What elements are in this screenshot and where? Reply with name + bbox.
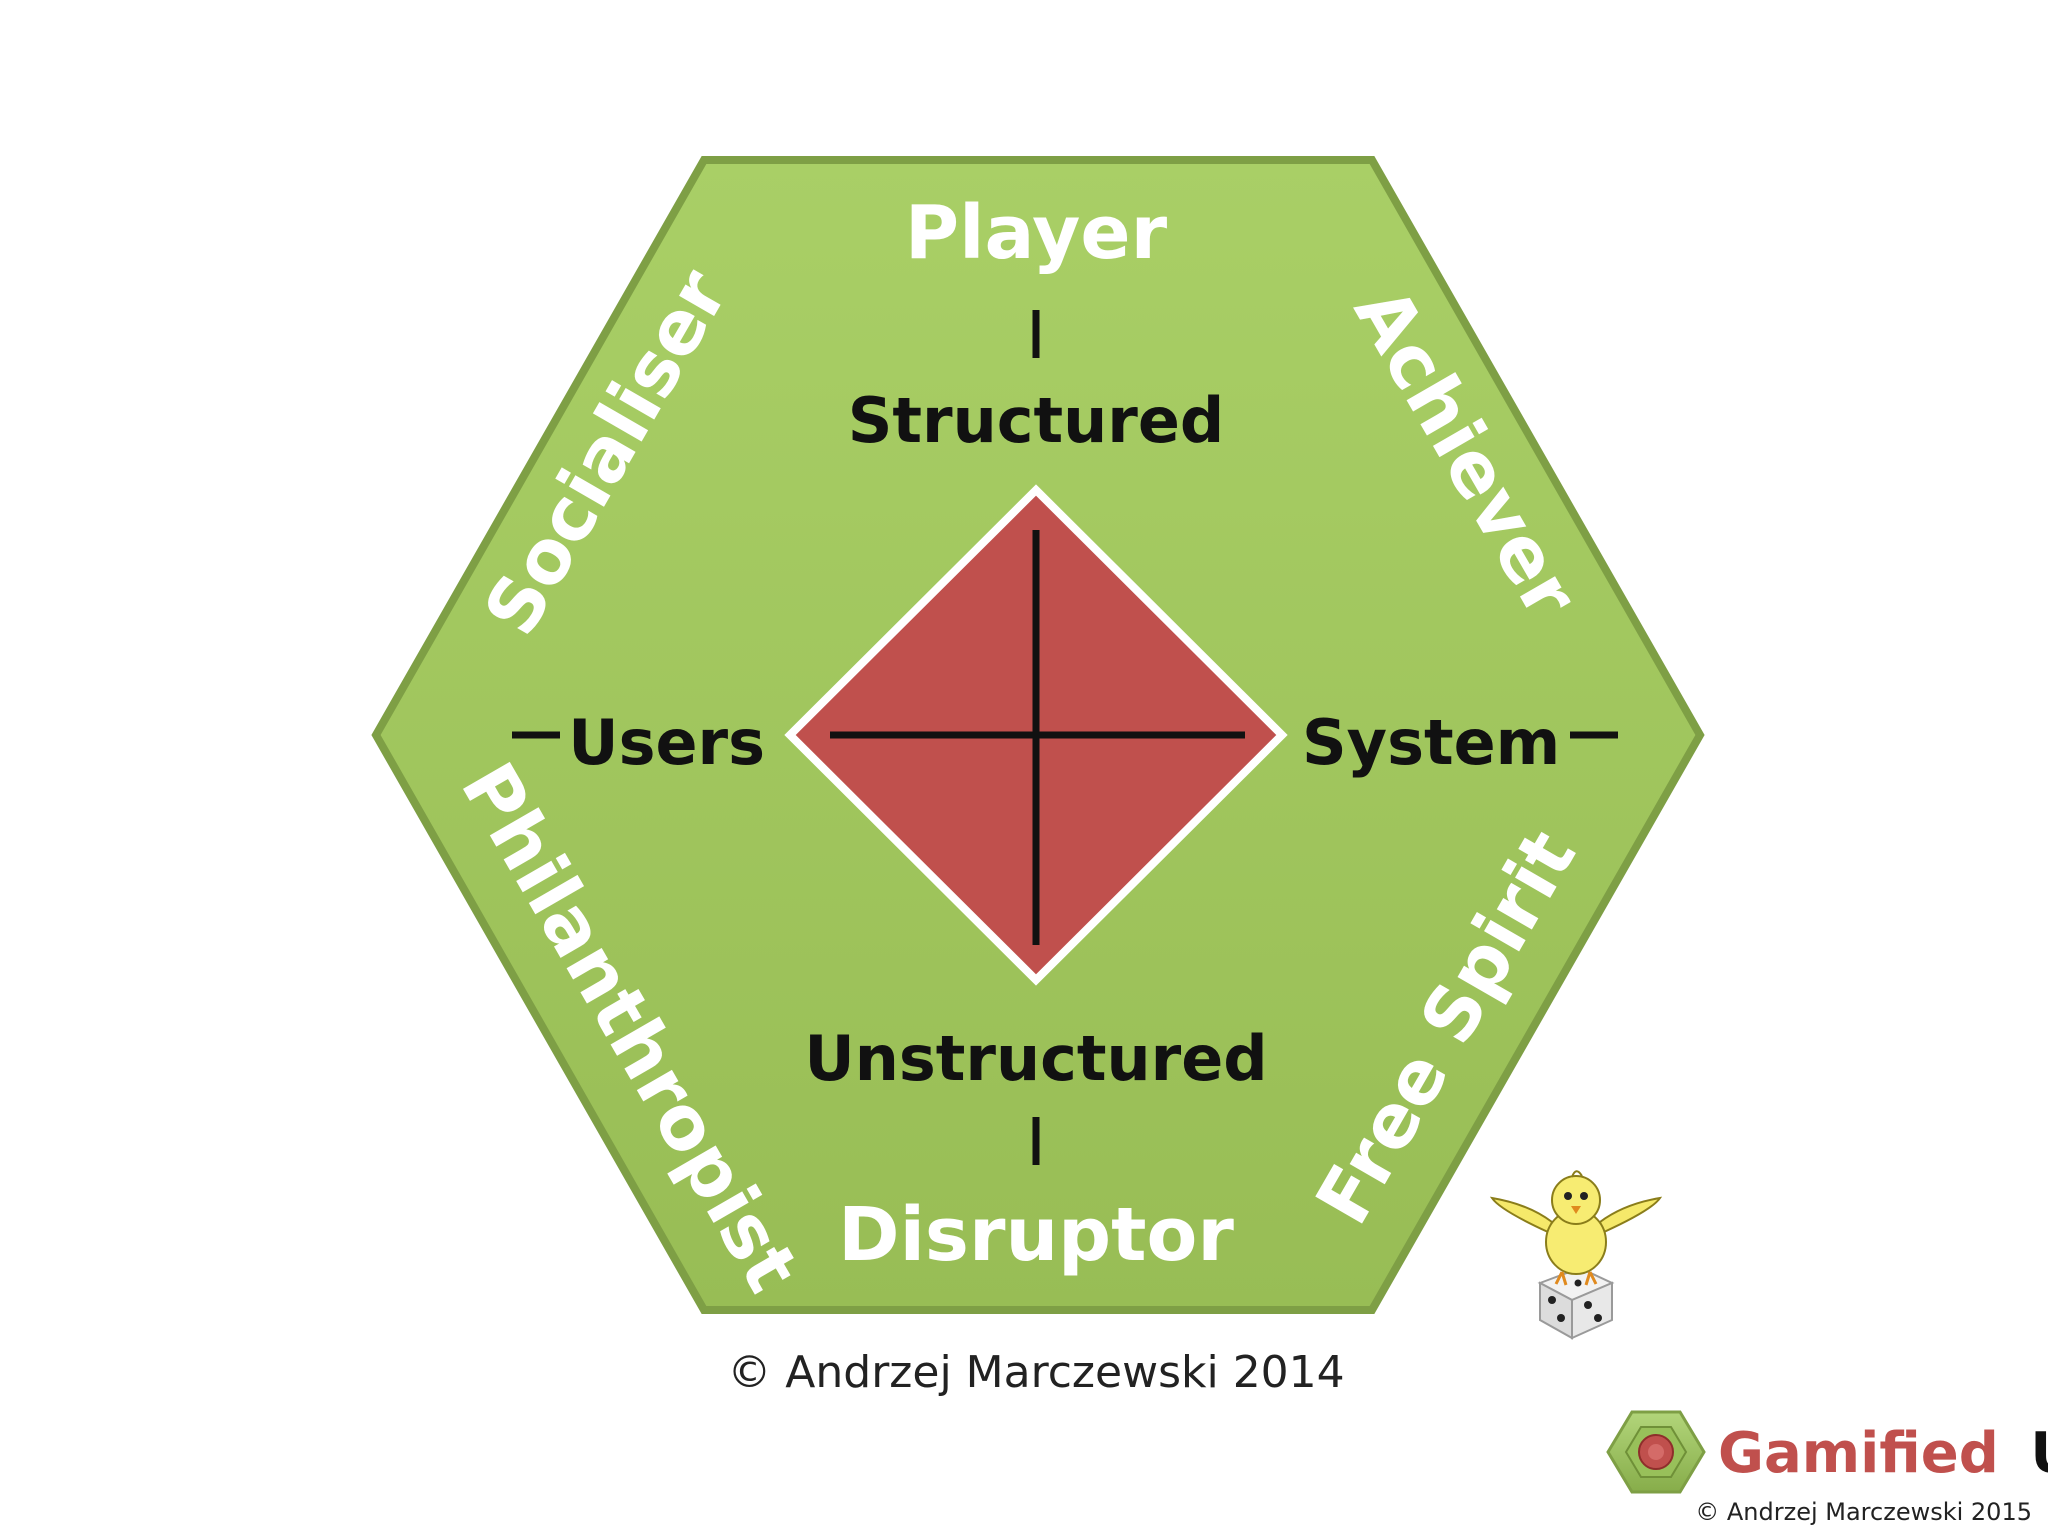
user-type-player: Player	[905, 190, 1168, 276]
brand-name-dark: UK	[2030, 1421, 2048, 1486]
brand-wordmark: Gamified UK	[1718, 1421, 2048, 1486]
hexagon-logo-icon	[1606, 1410, 1706, 1494]
brand-name-red: Gamified	[1718, 1421, 1999, 1486]
axis-label-system: System	[1302, 706, 1560, 779]
axis-label-unstructured: Unstructured	[804, 1022, 1267, 1095]
axis-label-users: Users	[568, 706, 765, 779]
chick-on-dice-icon	[1489, 1170, 1663, 1340]
brand-copyright: © Andrzej Marczewski 2015	[1695, 1498, 2032, 1526]
user-type-disruptor: Disruptor	[838, 1192, 1234, 1278]
diagram-copyright: © Andrzej Marczewski 2014	[727, 1347, 1344, 1398]
axis-label-structured: Structured	[848, 384, 1225, 457]
